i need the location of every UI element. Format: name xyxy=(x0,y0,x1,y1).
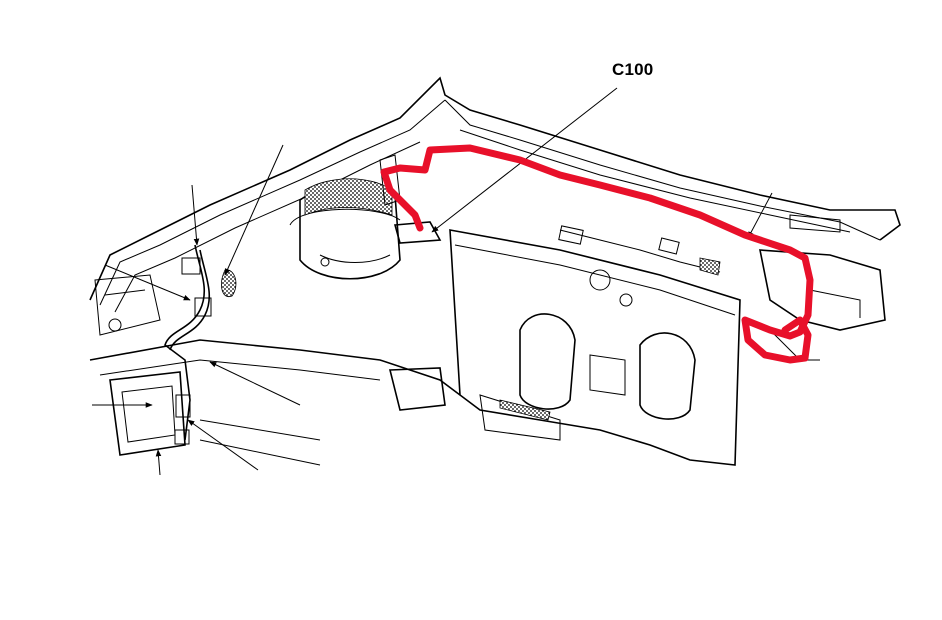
shock-tower xyxy=(289,178,401,280)
highlighted-harness-route xyxy=(380,144,814,364)
right-cowl-end xyxy=(759,214,886,361)
leader-line xyxy=(224,144,284,276)
leader-line xyxy=(191,184,200,246)
left-harness xyxy=(164,244,237,445)
connector-label-c100: C100 xyxy=(612,60,654,79)
hood-outline xyxy=(89,76,901,313)
leader-line xyxy=(155,449,162,476)
leader-line xyxy=(187,419,259,471)
leader-line xyxy=(209,361,301,406)
front-lower-structure xyxy=(89,274,561,466)
leader-line xyxy=(104,264,191,301)
firewall-panel xyxy=(449,225,741,466)
leader-line xyxy=(747,192,773,239)
leader-lines xyxy=(92,87,773,476)
